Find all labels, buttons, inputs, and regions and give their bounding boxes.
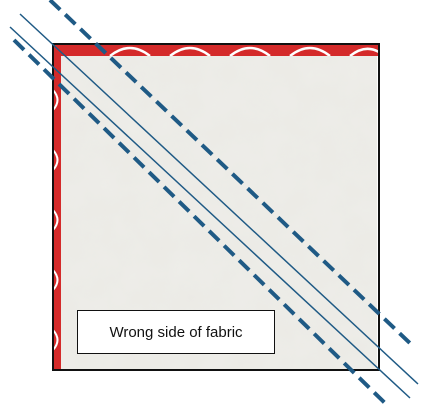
cut-line-lower bbox=[9, 26, 411, 399]
center-cut-lines bbox=[9, 13, 419, 399]
red-fabric-edge bbox=[53, 44, 379, 370]
seam-line-lower bbox=[12, 38, 390, 408]
label-box: Wrong side of fabric bbox=[77, 310, 275, 354]
cut-line-upper bbox=[19, 13, 419, 385]
label-text: Wrong side of fabric bbox=[109, 323, 243, 341]
dashed-seam-lines bbox=[12, 0, 416, 408]
